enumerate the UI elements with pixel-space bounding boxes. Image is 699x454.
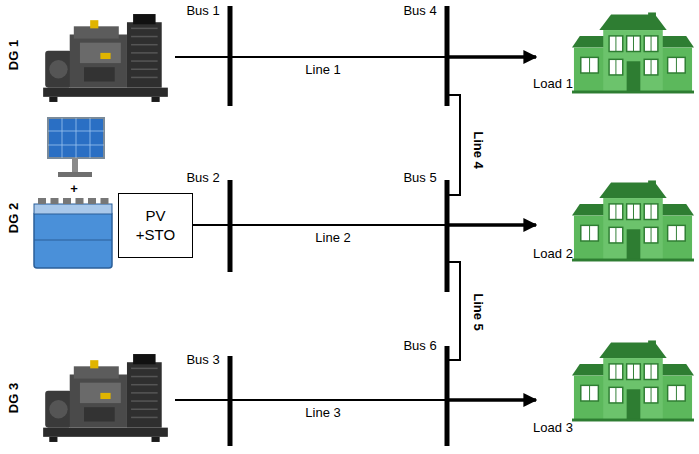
line-label: Line 2 (315, 231, 350, 245)
load-arrow (447, 57, 536, 400)
generator-label: DG 3 (7, 383, 21, 413)
line-label: Line 1 (305, 63, 340, 77)
house (572, 340, 694, 421)
pv-panel (48, 118, 104, 177)
box-label: PV +STO (130, 207, 181, 245)
diesel-generator (43, 14, 168, 102)
battery-bank (34, 198, 112, 268)
load-label: Load 2 (533, 247, 573, 261)
generator-label: DG 1 (7, 40, 21, 70)
cell-terminal (51, 198, 59, 204)
cell-terminal (101, 198, 109, 204)
converter-box: PV +STO (118, 193, 193, 258)
load-label: Load 3 (533, 421, 573, 435)
load-label: Load 1 (533, 77, 573, 91)
cell-terminal (38, 198, 46, 204)
bus-label: Bus 6 (403, 339, 436, 353)
plus-sign: + (70, 182, 78, 196)
cell-terminal (88, 198, 96, 204)
line-label: Line 5 (471, 293, 485, 331)
house (572, 180, 694, 261)
bus-label: Bus 4 (403, 4, 436, 18)
bus-label: Bus 5 (403, 171, 436, 185)
bus-label: Bus 2 (186, 171, 219, 185)
line-label: Line 4 (471, 131, 485, 169)
bus-label: Bus 3 (186, 353, 219, 367)
cell-terminal (63, 198, 71, 204)
house (572, 12, 694, 93)
generator-label: DG 2 (7, 203, 21, 233)
cell-terminal (76, 198, 84, 204)
power-line (175, 57, 460, 400)
diesel-generator (43, 354, 168, 442)
line-label: Line 3 (305, 406, 340, 420)
bus-label: Bus 1 (186, 4, 219, 18)
